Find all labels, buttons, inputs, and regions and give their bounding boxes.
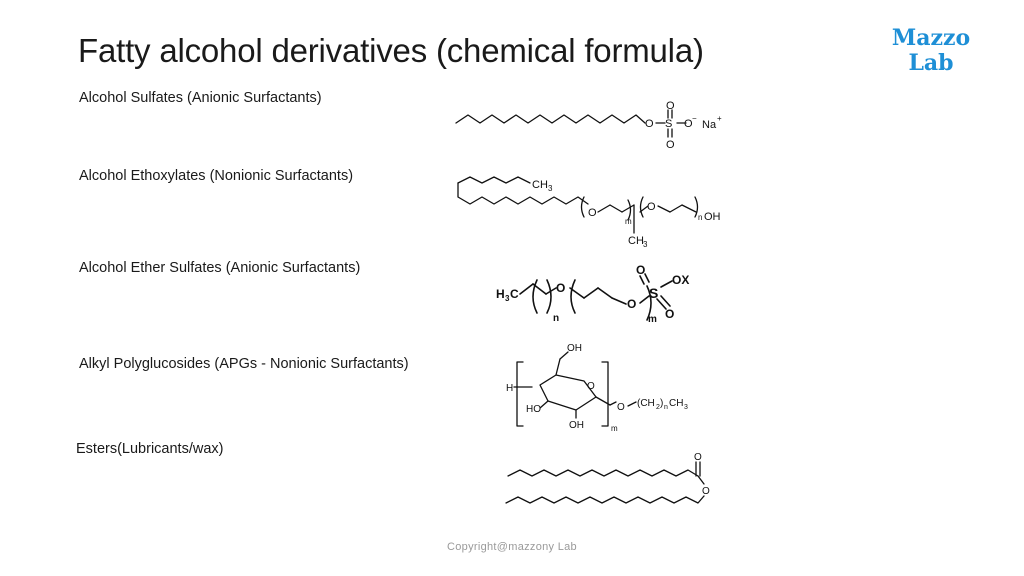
- alkoxy-chain: [505, 495, 705, 504]
- alkyl-polyglucoside-structure: [513, 351, 637, 427]
- svg-text:m: m: [625, 217, 632, 226]
- svg-text:O: O: [684, 118, 693, 130]
- svg-text:O: O: [556, 281, 565, 295]
- svg-text:OH: OH: [704, 211, 721, 223]
- svg-text:O: O: [645, 118, 654, 130]
- ester-structure: [505, 461, 705, 504]
- svg-text:): ): [660, 398, 663, 409]
- alkyl-chain: [455, 114, 646, 124]
- svg-text:2: 2: [656, 404, 660, 411]
- svg-text:3: 3: [505, 294, 510, 303]
- label-alcohol-ether-sulfates: Alcohol Ether Sulfates (Anionic Surfacta…: [79, 260, 361, 276]
- logo-line-2: Lab: [908, 50, 954, 76]
- label-alcohol-ethoxylates: Alcohol Ethoxylates (Nonionic Surfactant…: [79, 168, 354, 184]
- svg-text:C: C: [510, 287, 519, 301]
- svg-text:n: n: [664, 404, 668, 411]
- svg-text:S: S: [665, 118, 672, 130]
- svg-text:3: 3: [548, 184, 553, 193]
- svg-text:+: +: [717, 114, 722, 123]
- svg-text:m: m: [648, 314, 657, 325]
- alkyl-chain-lower: [457, 182, 589, 205]
- alcohol-ethoxylate-structure: [457, 176, 699, 234]
- svg-text:HO: HO: [526, 404, 541, 415]
- svg-text:O: O: [666, 100, 675, 112]
- bracket-right: [601, 361, 609, 427]
- svg-text:O: O: [694, 452, 702, 463]
- copyright-footer: Copyright@mazzony Lab: [447, 541, 577, 553]
- svg-text:O: O: [647, 201, 656, 213]
- svg-text:S: S: [649, 285, 658, 301]
- svg-text:O: O: [636, 263, 645, 277]
- svg-text:O: O: [666, 139, 675, 151]
- svg-text:n: n: [553, 313, 559, 324]
- svg-text:O: O: [588, 207, 597, 219]
- svg-text:m: m: [611, 424, 618, 433]
- bracket-left: [516, 361, 524, 427]
- alcohol-sulfate-structure: [455, 109, 687, 138]
- alkyl-chain-upper: [457, 176, 531, 184]
- svg-text:O: O: [665, 307, 674, 321]
- svg-text:Na: Na: [702, 119, 717, 131]
- alcohol-ether-sulfate-structure: [519, 273, 673, 321]
- svg-text:OX: OX: [672, 273, 689, 287]
- svg-text:3: 3: [684, 404, 688, 411]
- svg-text:3: 3: [643, 240, 648, 249]
- svg-text:CH: CH: [628, 235, 644, 247]
- label-alkyl-polyglucosides: Alkyl Polyglucosides (APGs - Nonionic Su…: [79, 356, 409, 372]
- svg-text:OH: OH: [567, 343, 582, 354]
- svg-text:O: O: [702, 486, 710, 497]
- svg-text:H: H: [496, 287, 505, 301]
- svg-text:CH: CH: [669, 398, 683, 409]
- svg-text:CH: CH: [532, 179, 548, 191]
- label-alcohol-sulfates: Alcohol Sulfates (Anionic Surfactants): [79, 90, 322, 106]
- svg-text:(CH: (CH: [637, 398, 655, 409]
- svg-text:−: −: [692, 114, 697, 123]
- slide-title: Fatty alcohol derivatives (chemical form…: [78, 32, 704, 69]
- svg-text:OH: OH: [569, 420, 584, 431]
- mazzo-lab-logo: Mazzo Lab: [886, 26, 976, 76]
- logo-line-1: Mazzo: [891, 25, 971, 51]
- label-esters: Esters(Lubricants/wax): [76, 441, 224, 457]
- svg-text:O: O: [627, 297, 636, 311]
- acyl-chain: [507, 469, 699, 477]
- svg-text:n: n: [698, 213, 702, 222]
- svg-text:O: O: [617, 402, 625, 413]
- svg-text:O: O: [587, 381, 595, 392]
- svg-text:H: H: [506, 383, 513, 394]
